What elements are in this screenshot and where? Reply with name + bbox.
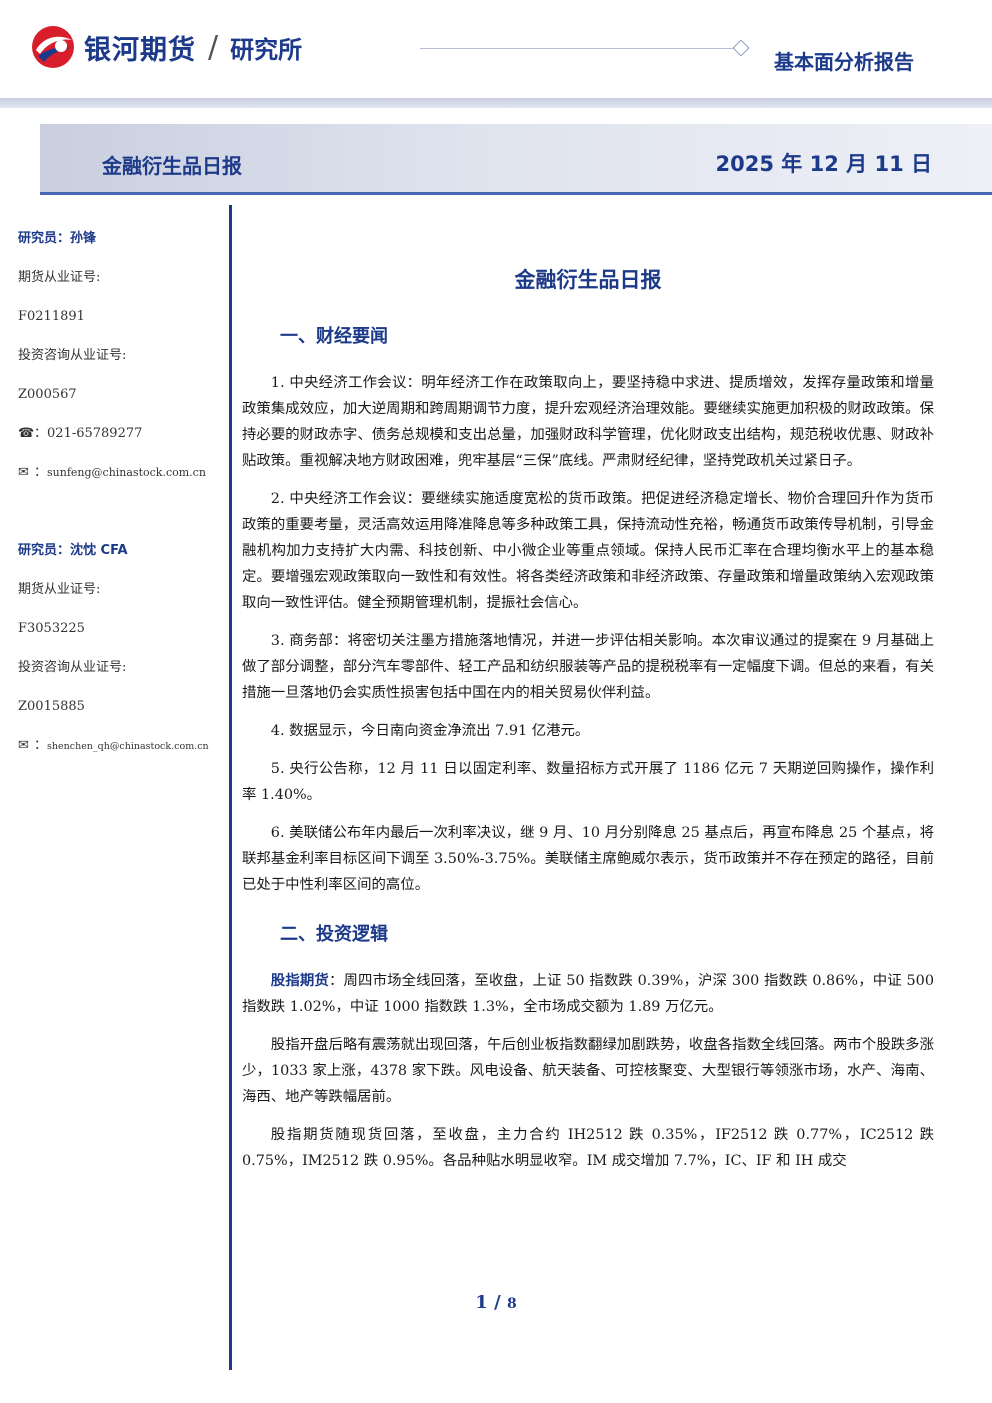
header-rule [420, 48, 738, 49]
logic-text: 周四市场全线回落，至收盘，上证 50 指数跌 0.39%，沪深 300 指数跌 … [242, 973, 934, 1015]
logic-lead: 股指期货 [270, 973, 329, 989]
company-logo: 银河期货 / 研究所 [30, 22, 302, 72]
report-type: 基本面分析报告 [774, 50, 914, 74]
diamond-ornament-icon [732, 39, 750, 57]
researcher-sidebar: 研究员：孙锋 期货从业证号: F0211891 投资咨询从业证号: Z00056… [18, 226, 223, 772]
title-banner [40, 124, 992, 192]
logic-paragraph: 股指期货：周四市场全线回落，至收盘，上证 50 指数跌 0.39%，沪深 300… [242, 968, 934, 1020]
header-separator: / [208, 29, 219, 65]
email-icon: ✉ [18, 738, 29, 753]
phone-row: ☎：021-65789277 [18, 421, 223, 460]
report-body: 金融衍生品日报 一、财经要闻 1. 中央经济工作会议：明年经济工作在政策取向上，… [242, 262, 934, 1186]
news-item: 4. 数据显示，今日南向资金净流出 7.91 亿港元。 [270, 723, 590, 739]
phone-icon: ☎ [18, 426, 35, 441]
current-page: 1 [475, 1292, 488, 1313]
consult-license-number: Z0015885 [18, 699, 85, 714]
page-number: 1 / 8 [0, 1292, 992, 1313]
news-item: 2. 中央经济工作会议：要继续实施适度宽松的货币政策。把促进经济稳定增长、物价合… [242, 491, 934, 611]
researcher-name: 研究员：沈忱 CFA [18, 543, 128, 558]
total-pages: 8 [506, 1296, 517, 1312]
phone-number: 021-65789277 [47, 426, 143, 441]
researcher-name: 研究员：孙锋 [18, 231, 97, 246]
document-title: 金融衍生品日报 [514, 268, 662, 292]
license-label: 期货从业证号: [18, 582, 101, 597]
news-item: 1. 中央经济工作会议：明年经济工作在政策取向上，要坚持稳中求进、提质增效，发挥… [242, 375, 934, 469]
logic-paragraph: 股指开盘后略有震荡就出现回落，午后创业板指数翻绿加剧跌势，收盘各指数全线回落。两… [242, 1037, 934, 1105]
news-item: 3. 商务部：将密切关注墨方措施落地情况，并进一步评估相关影响。本次审议通过的提… [242, 633, 934, 701]
email-address[interactable]: shenchen_qh@chinastock.com.cn [47, 741, 209, 752]
logic-paragraph: 股指期货随现货回落，至收盘，主力合约 IH2512 跌 0.35%，IF2512… [242, 1127, 934, 1169]
consult-license-number: Z000567 [18, 387, 77, 402]
company-name: 银河期货 [84, 34, 196, 66]
sidebar-divider [229, 205, 232, 1370]
news-item: 5. 央行公告称，12 月 11 日以固定利率、数量招标方式开展了 1186 亿… [242, 761, 934, 803]
galaxy-logo-icon [32, 26, 74, 68]
email-row: ✉：shenchen_qh@chinastock.com.cn [18, 733, 223, 772]
email-row: ✉：sunfeng@chinastock.com.cn [18, 460, 223, 499]
page-separator: / [487, 1292, 507, 1313]
header-band [0, 98, 992, 108]
email-icon: ✉ [18, 465, 29, 480]
logic-lead-sep: ： [328, 973, 344, 989]
consult-license-label: 投资咨询从业证号: [18, 660, 127, 675]
title-banner-rule [40, 192, 992, 195]
license-label: 期货从业证号: [18, 270, 101, 285]
email-address[interactable]: sunfeng@chinastock.com.cn [47, 466, 206, 479]
license-number: F3053225 [18, 621, 85, 636]
news-item: 6. 美联储公布年内最后一次利率决议，继 9 月、10 月分别降息 25 基点后… [242, 825, 934, 893]
consult-license-label: 投资咨询从业证号: [18, 348, 127, 363]
section-heading-news: 一、财经要闻 [280, 326, 388, 347]
banner-title: 金融衍生品日报 [102, 154, 242, 178]
section-heading-logic: 二、投资逻辑 [280, 924, 388, 945]
institute-name: 研究所 [230, 35, 303, 64]
report-date: 2025 年 12 月 11 日 [715, 152, 932, 176]
license-number: F0211891 [18, 309, 85, 324]
